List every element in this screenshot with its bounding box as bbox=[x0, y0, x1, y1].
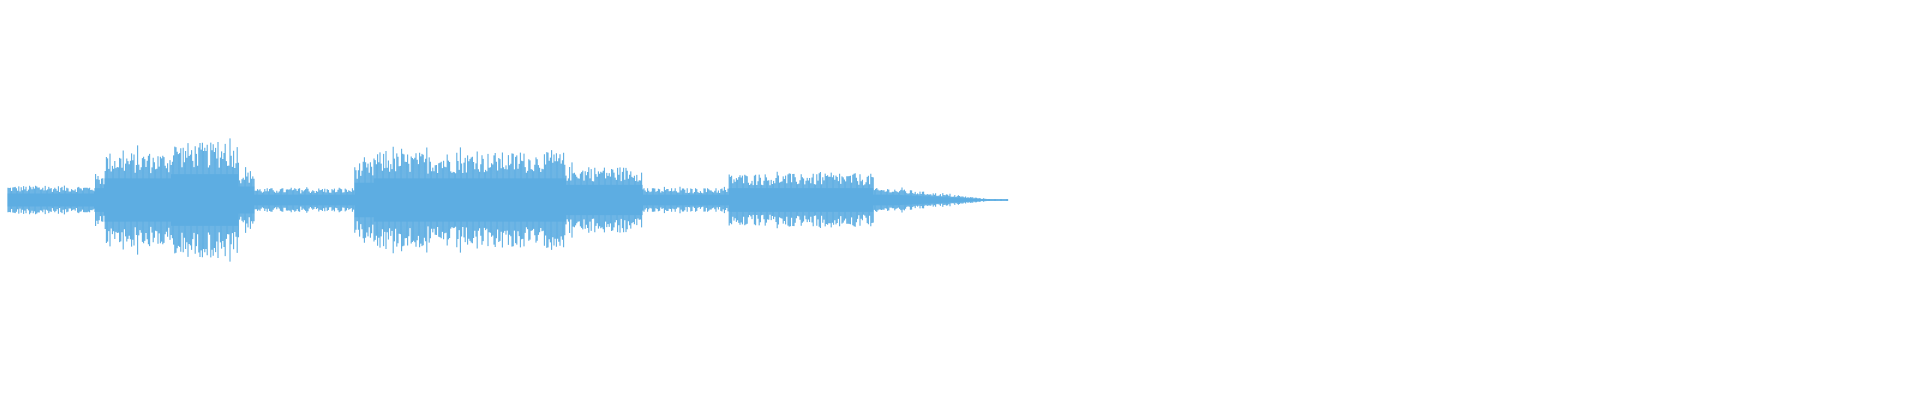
waveform-core bbox=[7, 174, 998, 226]
